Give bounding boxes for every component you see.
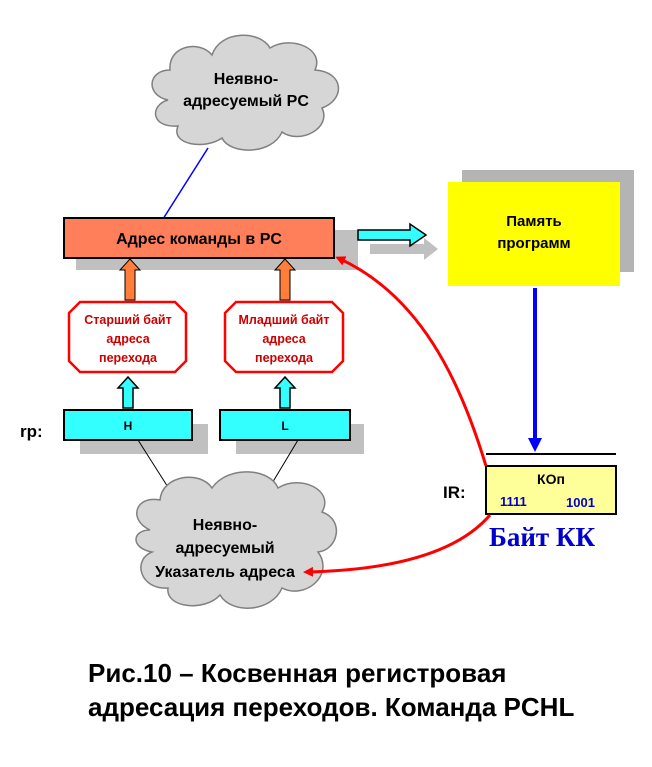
high-byte-to-pc-arrow (118, 258, 142, 301)
cloud-top-line2: адресуемый PC (183, 93, 309, 110)
low-byte-line3: перехода (255, 351, 314, 365)
h-to-high-byte-arrow (116, 375, 140, 409)
cloud-bottom-line3: Указатель адреса (155, 564, 295, 581)
memory-line2: программ (497, 235, 570, 252)
l-to-low-byte-arrow (273, 375, 297, 409)
low-byte-box (223, 300, 345, 374)
cloud-bottom-line1: Неявно- (193, 517, 257, 534)
ir-to-cloud-arrow (303, 514, 492, 577)
ir-register (485, 465, 617, 515)
figure-caption-line1: Рис.10 – Косвенная регистровая (88, 658, 507, 688)
transfer-arrow (357, 222, 428, 248)
implicit-pc-cloud: Неявно- адресуемый PC (151, 34, 340, 151)
rp-label: rp: (20, 422, 43, 441)
high-byte-box (67, 300, 188, 374)
pc-register (63, 217, 335, 259)
byte-kk-caption: Байт КК (489, 522, 595, 552)
low-byte-line2: адреса (262, 332, 306, 346)
figure-caption: Рис.10 – Косвенная регистровая адресация… (88, 656, 648, 724)
high-byte-line1: Старший байт (84, 313, 171, 327)
h-register-label: H (124, 419, 133, 433)
figure-caption-line2: адресация переходов. Команда PCHL (88, 692, 575, 722)
ir-label: IR: (443, 483, 466, 502)
low-byte-line1: Младший байт (239, 313, 330, 327)
h-register (63, 409, 193, 441)
high-byte-line2: адреса (106, 332, 150, 346)
ir-to-pc-arrow (335, 256, 488, 467)
l-register (219, 409, 351, 441)
low-byte-to-pc-arrow (273, 258, 297, 301)
high-byte-line3: перехода (99, 351, 158, 365)
program-memory (448, 182, 620, 286)
memory-line1: Память (506, 213, 562, 230)
ir-right-bits: 1001 (566, 495, 595, 510)
cloud-shape (135, 471, 338, 609)
cloud-bottom-line2: адресуемый (175, 540, 274, 557)
cloud-top-line1: Неявно- (214, 71, 278, 88)
cloud-to-pc-link (162, 147, 209, 220)
transfer-arrow-shadow (370, 238, 438, 260)
pc-register-label: Адрес команды в PC (116, 231, 282, 248)
ir-title: КОп (537, 471, 565, 487)
l-register-label: L (281, 419, 288, 433)
cloud-shape (151, 34, 340, 151)
implicit-address-pointer-cloud: Неявно- адресуемый Указатель адреса (135, 471, 338, 609)
ir-left-bits: 1111 (500, 494, 527, 509)
diagram-canvas: Неявно- адресуемый PC Адрес команды в PC… (20, 34, 634, 609)
